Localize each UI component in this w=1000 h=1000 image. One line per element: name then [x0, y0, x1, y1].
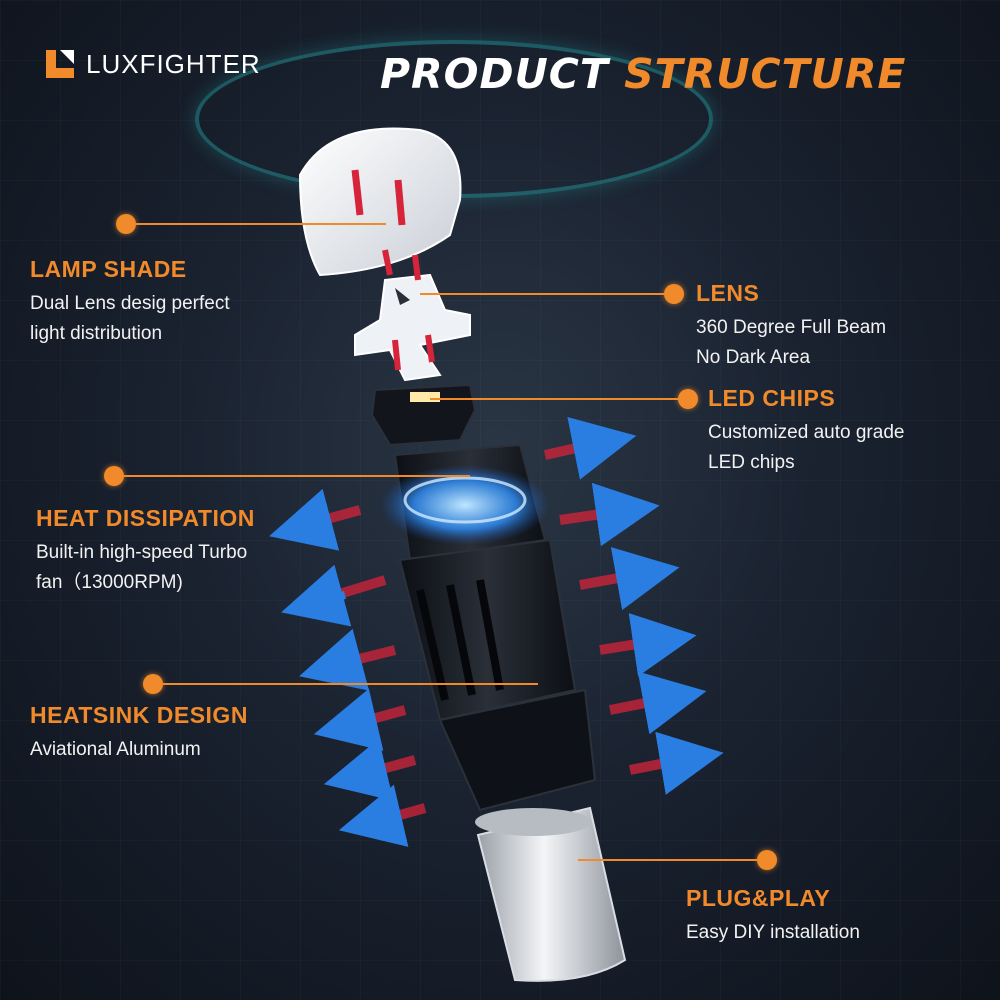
heatsink-part: [398, 538, 577, 722]
plug-play-heading: PLUG&PLAY: [686, 885, 831, 911]
heatsink-design-desc: Aviational Aluminum: [30, 735, 248, 765]
heat-dissipation-desc: Built-in high-speed Turbo fan（13000RPM): [36, 538, 255, 598]
plug-play-desc-line1: Easy DIY installation: [686, 922, 860, 943]
lamp-shade-part: [298, 127, 462, 277]
feature-lamp-shade: LAMP SHADE Dual Lens desig perfect light…: [30, 256, 230, 349]
airflow-arrows-right: [543, 416, 724, 795]
lamp-shade-desc: Dual Lens desig perfect light distributi…: [30, 289, 230, 349]
lamp-shade-desc-line1: Dual Lens desig perfect: [30, 293, 230, 314]
lamp-shade-marker: [116, 214, 136, 234]
logo-mark-icon: [42, 46, 78, 82]
plug-play-marker: [757, 850, 777, 870]
heatsink-design-desc-line1: Aviational Aluminum: [30, 739, 201, 760]
led-chips-desc: Customized auto grade LED chips: [708, 418, 904, 478]
heat-dissipation-desc-line1: Built-in high-speed Turbo: [36, 542, 248, 563]
brand-name: LUXFIGHTER: [86, 48, 261, 79]
lamp-shade-desc-line2: light distribution: [30, 323, 163, 344]
feature-led-chips: LED CHIPS Customized auto grade LED chip…: [708, 385, 904, 478]
feature-heat-dissipation: HEAT DISSIPATION Built-in high-speed Tur…: [36, 505, 255, 598]
heat-dissipation-leader: [124, 475, 470, 477]
airflow-arrows-left: [269, 488, 427, 847]
lamp-shade-leader: [136, 223, 386, 225]
lens-leader: [420, 293, 664, 295]
brand-logo: LUXFIGHTER: [42, 46, 261, 82]
heat-dissipation-heading: HEAT DISSIPATION: [36, 505, 255, 531]
led-chips-heading: LED CHIPS: [708, 385, 836, 411]
feature-heatsink-design: HEATSINK DESIGN Aviational Aluminum: [30, 702, 248, 765]
lens-desc-line1: 360 Degree Full Beam: [696, 317, 887, 338]
plug-play-leader: [578, 859, 757, 861]
led-chips-leader: [430, 398, 678, 400]
title-word-structure: STRUCTURE: [624, 50, 907, 98]
fan-housing-part: [380, 443, 550, 562]
lens-marker: [664, 284, 684, 304]
plug-base-part: [475, 806, 627, 982]
plug-play-desc: Easy DIY installation: [686, 918, 860, 948]
title-word-product: PRODUCT: [380, 50, 609, 98]
lens-heading: LENS: [696, 280, 760, 306]
lens-desc: 360 Degree Full Beam No Dark Area: [696, 313, 886, 373]
heat-dissipation-desc-line2: fan（13000RPM): [36, 572, 183, 593]
led-chips-part: [370, 383, 477, 447]
heatsink-design-heading: HEATSINK DESIGN: [30, 702, 248, 728]
lens-desc-line2: No Dark Area: [696, 347, 811, 368]
lamp-shade-heading: LAMP SHADE: [30, 256, 187, 282]
feature-lens: LENS 360 Degree Full Beam No Dark Area: [696, 280, 886, 373]
feature-plug-play: PLUG&PLAY Easy DIY installation: [686, 885, 860, 948]
heat-dissipation-marker: [104, 466, 124, 486]
heatsink-marker: [143, 674, 163, 694]
lens-part: [354, 249, 471, 382]
heatsink-leader: [163, 683, 538, 685]
led-chips-desc-line2: LED chips: [708, 452, 795, 473]
led-chips-marker: [678, 389, 698, 409]
led-chips-desc-line1: Customized auto grade: [708, 422, 905, 443]
socket-collar-part: [438, 688, 597, 812]
page-title: PRODUCT STRUCTURE: [380, 50, 906, 98]
